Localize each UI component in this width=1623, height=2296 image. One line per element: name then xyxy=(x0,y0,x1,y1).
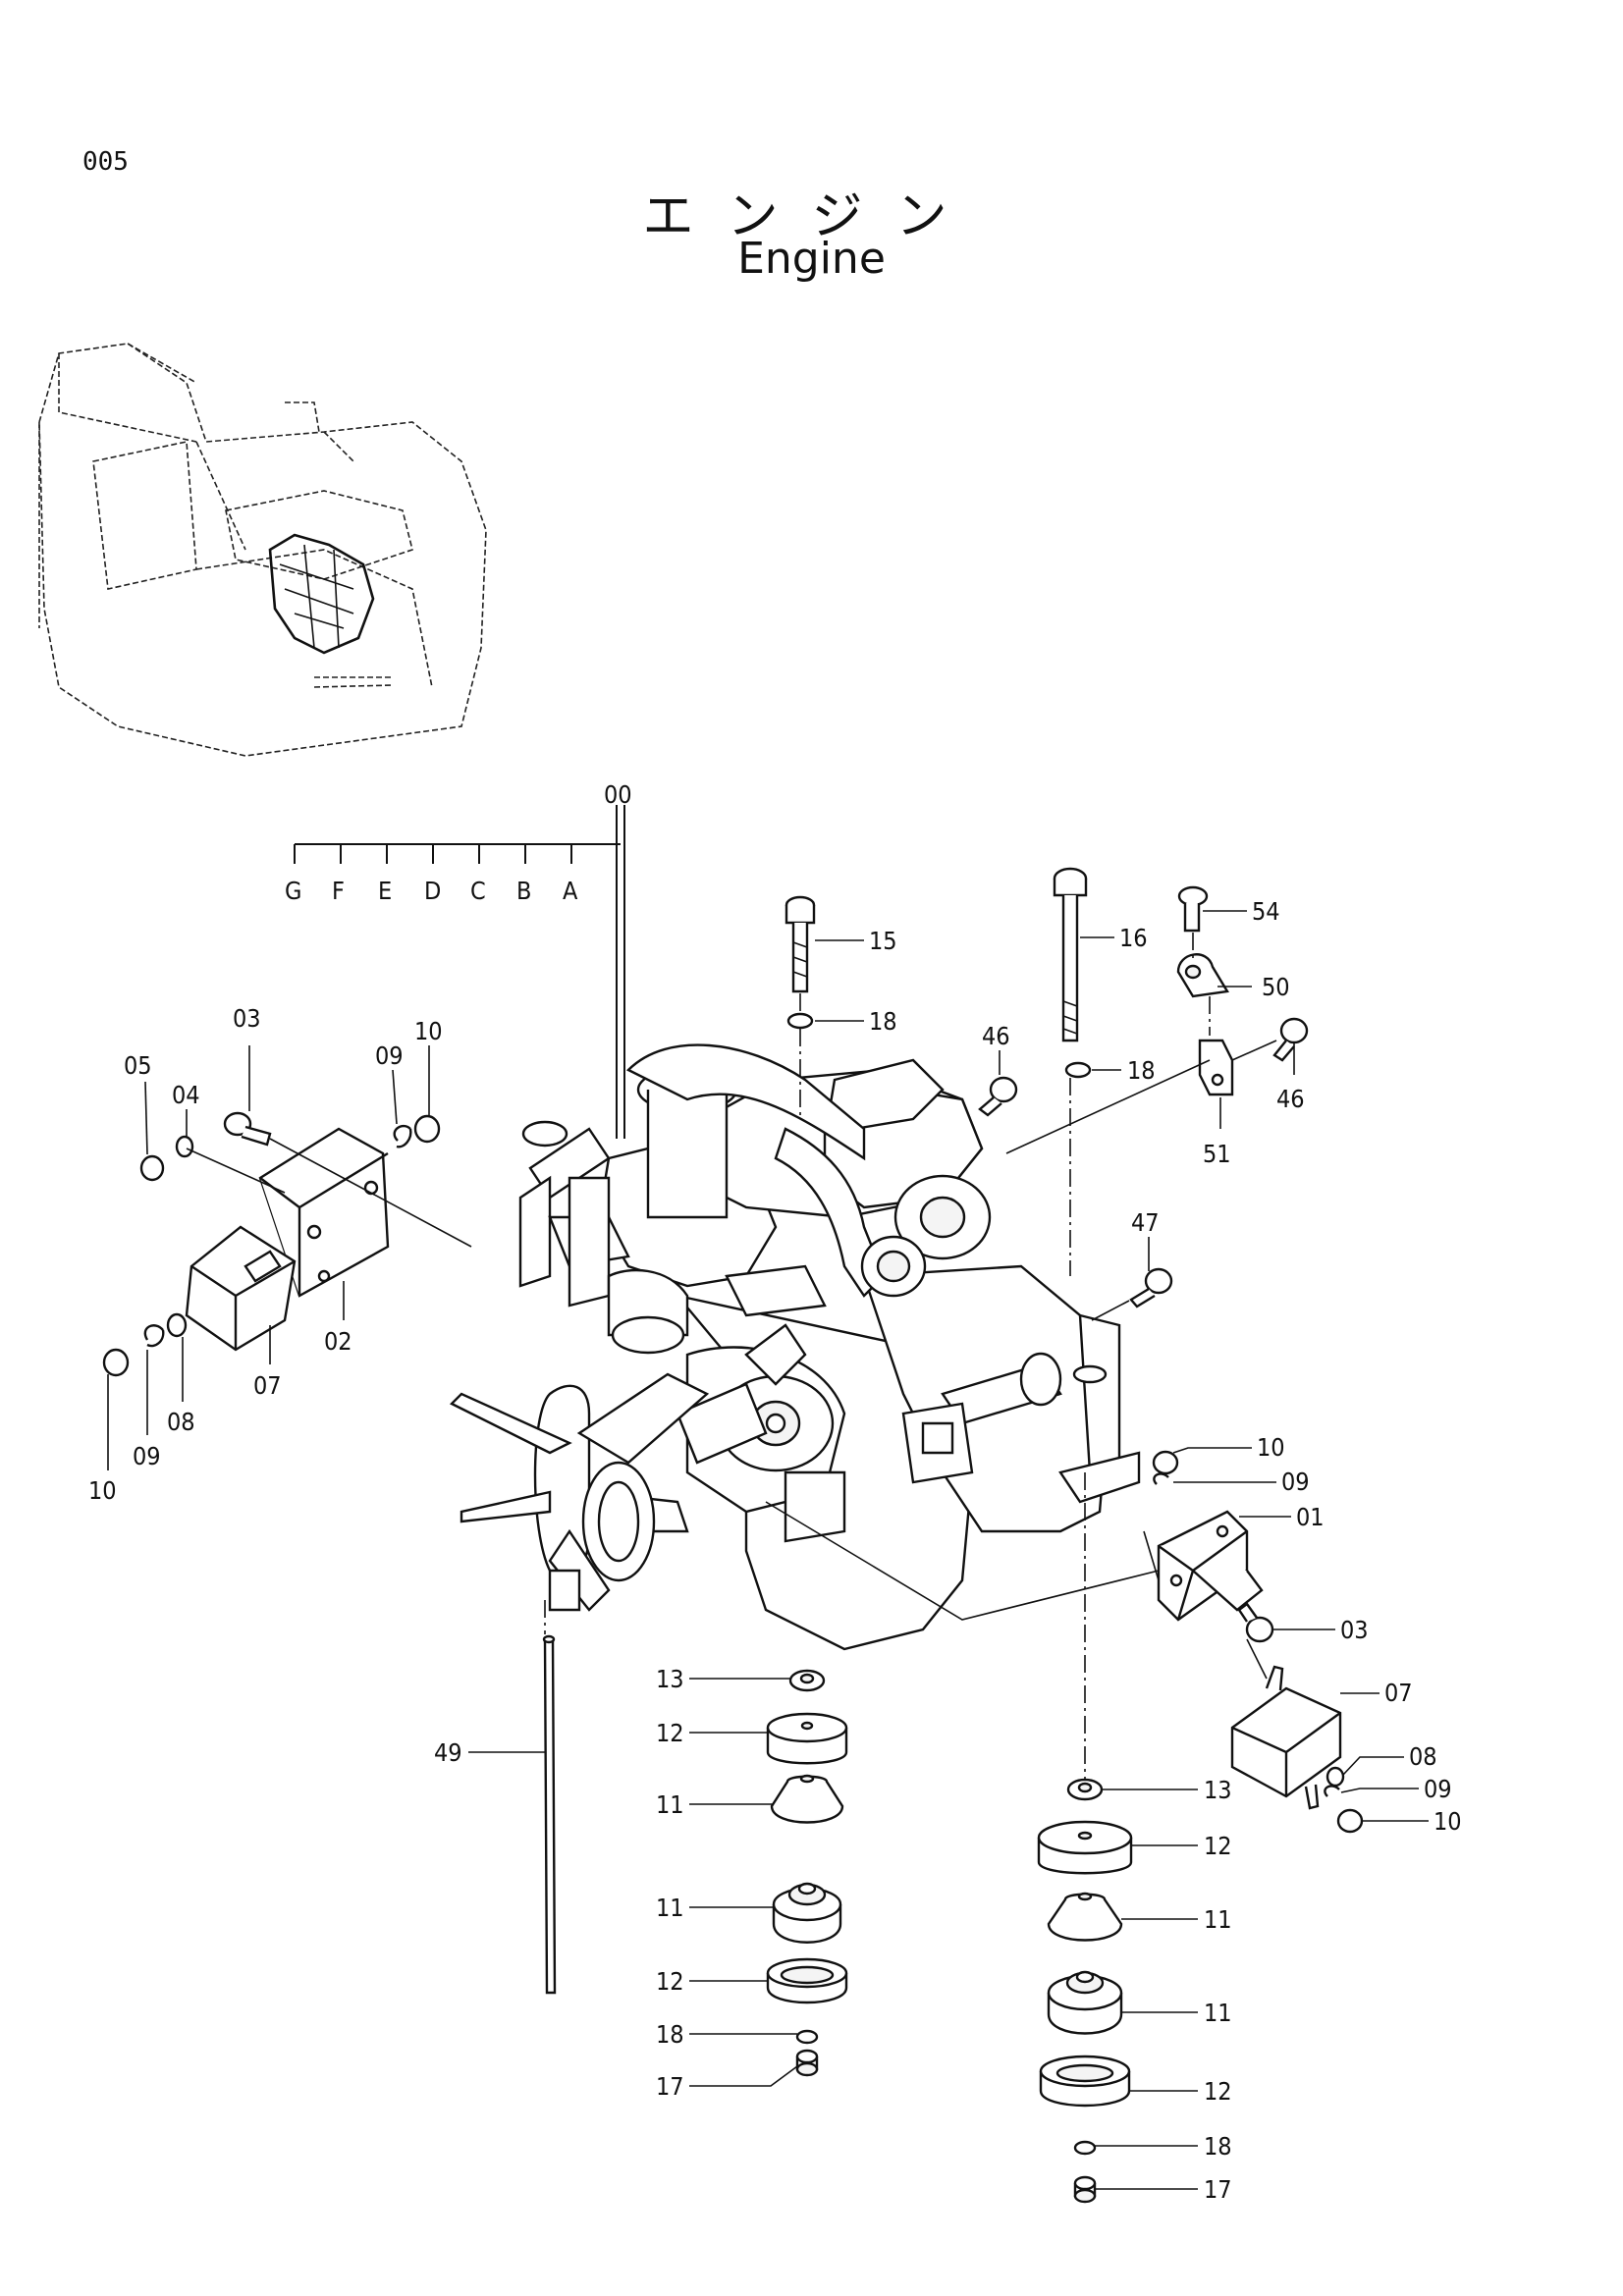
washer-18-right xyxy=(1064,1061,1092,1079)
callout-00: 00 xyxy=(604,780,632,809)
callout-11: 11 xyxy=(1204,1905,1232,1934)
callout-18: 18 xyxy=(1204,2132,1232,2161)
bolt-47 xyxy=(1129,1267,1173,1308)
right-cushion-stack xyxy=(1037,1778,1133,2204)
spring-washer-09-left xyxy=(143,1324,165,1348)
nut-10-right xyxy=(1336,1808,1364,1834)
callout-08: 08 xyxy=(1409,1742,1437,1771)
right-mount-bracket-01 xyxy=(1157,1510,1264,1622)
callout-11: 11 xyxy=(656,1894,684,1922)
washer-04 xyxy=(175,1135,194,1158)
callout-13: 13 xyxy=(1204,1776,1232,1804)
variant-code: C xyxy=(470,877,486,905)
bolt-54 xyxy=(1177,885,1209,933)
variant-code: G xyxy=(285,877,301,905)
bolt-03-left xyxy=(223,1111,272,1147)
clamp-50 xyxy=(1176,953,1229,998)
callout-12: 12 xyxy=(656,1719,684,1747)
callout-46: 46 xyxy=(982,1022,1010,1050)
bracket-51 xyxy=(1198,1039,1234,1096)
callout-49: 49 xyxy=(434,1738,462,1767)
callout-07: 07 xyxy=(1384,1679,1413,1707)
engine-block xyxy=(518,1043,1141,1651)
assembly-reference-lines xyxy=(186,1040,1277,1680)
callout-18: 18 xyxy=(656,2020,684,2049)
callout-54: 54 xyxy=(1252,897,1280,926)
callout-11: 11 xyxy=(656,1790,684,1819)
page-title-english: Engine xyxy=(737,234,886,284)
callout-04: 04 xyxy=(172,1081,200,1109)
washer-08-left xyxy=(166,1312,188,1338)
callout-16: 16 xyxy=(1119,924,1148,952)
washer-18-upper xyxy=(786,1012,814,1030)
cooling-fan xyxy=(449,1372,710,1612)
callout-09: 09 xyxy=(133,1442,161,1470)
nut-10-left xyxy=(102,1348,130,1377)
callout-13: 13 xyxy=(656,1665,684,1693)
callout-01: 01 xyxy=(1296,1503,1325,1531)
callout-10: 10 xyxy=(88,1476,117,1505)
variant-code: D xyxy=(424,877,441,905)
nut-10-right-top xyxy=(1152,1450,1179,1475)
callout-17: 17 xyxy=(1204,2175,1232,2204)
callout-51: 51 xyxy=(1203,1140,1231,1168)
variant-code: F xyxy=(332,877,345,905)
left-mount-rubber-07 xyxy=(185,1225,297,1352)
left-cushion-stack xyxy=(766,1669,848,2077)
callout-09: 09 xyxy=(375,1041,404,1070)
right-mount-rubber-07 xyxy=(1230,1665,1342,1810)
variant-code: B xyxy=(516,877,531,905)
variant-code: E xyxy=(378,877,392,905)
washer-08-right xyxy=(1325,1766,1345,1788)
callout-18: 18 xyxy=(869,1007,897,1036)
callout-05: 05 xyxy=(124,1051,152,1080)
page-number: 005 xyxy=(82,147,129,177)
callout-11: 11 xyxy=(1204,1999,1232,2027)
bolt-46-engine xyxy=(978,1076,1018,1117)
callout-50: 50 xyxy=(1262,973,1290,1001)
bolt-46-right xyxy=(1272,1017,1309,1062)
callout-08: 08 xyxy=(167,1408,195,1436)
variant-code: A xyxy=(563,877,578,905)
bolt-03-right xyxy=(1237,1602,1274,1643)
callout-07: 07 xyxy=(253,1371,282,1400)
assembly-center-lines xyxy=(544,933,1211,1779)
nut-10-top xyxy=(413,1114,441,1144)
callout-02: 02 xyxy=(324,1327,352,1356)
callout-17: 17 xyxy=(656,2072,684,2101)
variant-bracket xyxy=(294,805,625,1139)
page-title-japanese: エンジン xyxy=(642,187,981,246)
bolt-15 xyxy=(784,895,816,993)
callout-46: 46 xyxy=(1276,1085,1305,1113)
callout-labels: 00 G F E D C B A 15 16 54 50 18 18 46 46… xyxy=(88,780,1462,2204)
spring-washer-09-top xyxy=(393,1124,412,1148)
callout-10: 10 xyxy=(1434,1807,1462,1836)
callout-10: 10 xyxy=(1257,1433,1285,1462)
callout-09: 09 xyxy=(1281,1468,1310,1496)
spring-washer-09-right-top xyxy=(1153,1472,1169,1485)
nut-05 xyxy=(139,1154,165,1182)
callout-12: 12 xyxy=(1204,1832,1232,1860)
callout-12: 12 xyxy=(1204,2077,1232,2106)
dipstick-49 xyxy=(542,1634,557,1995)
machine-locator-sketch xyxy=(38,343,487,757)
long-bolt-16 xyxy=(1053,867,1088,1042)
callout-10: 10 xyxy=(414,1017,443,1045)
callout-47: 47 xyxy=(1131,1208,1160,1237)
callout-09: 09 xyxy=(1424,1775,1452,1803)
callout-15: 15 xyxy=(869,927,897,955)
callout-03: 03 xyxy=(1340,1616,1369,1644)
spring-washer-09-right xyxy=(1324,1785,1340,1797)
callout-18: 18 xyxy=(1127,1056,1156,1085)
callout-03: 03 xyxy=(233,1004,261,1033)
callout-12: 12 xyxy=(656,1967,684,1996)
